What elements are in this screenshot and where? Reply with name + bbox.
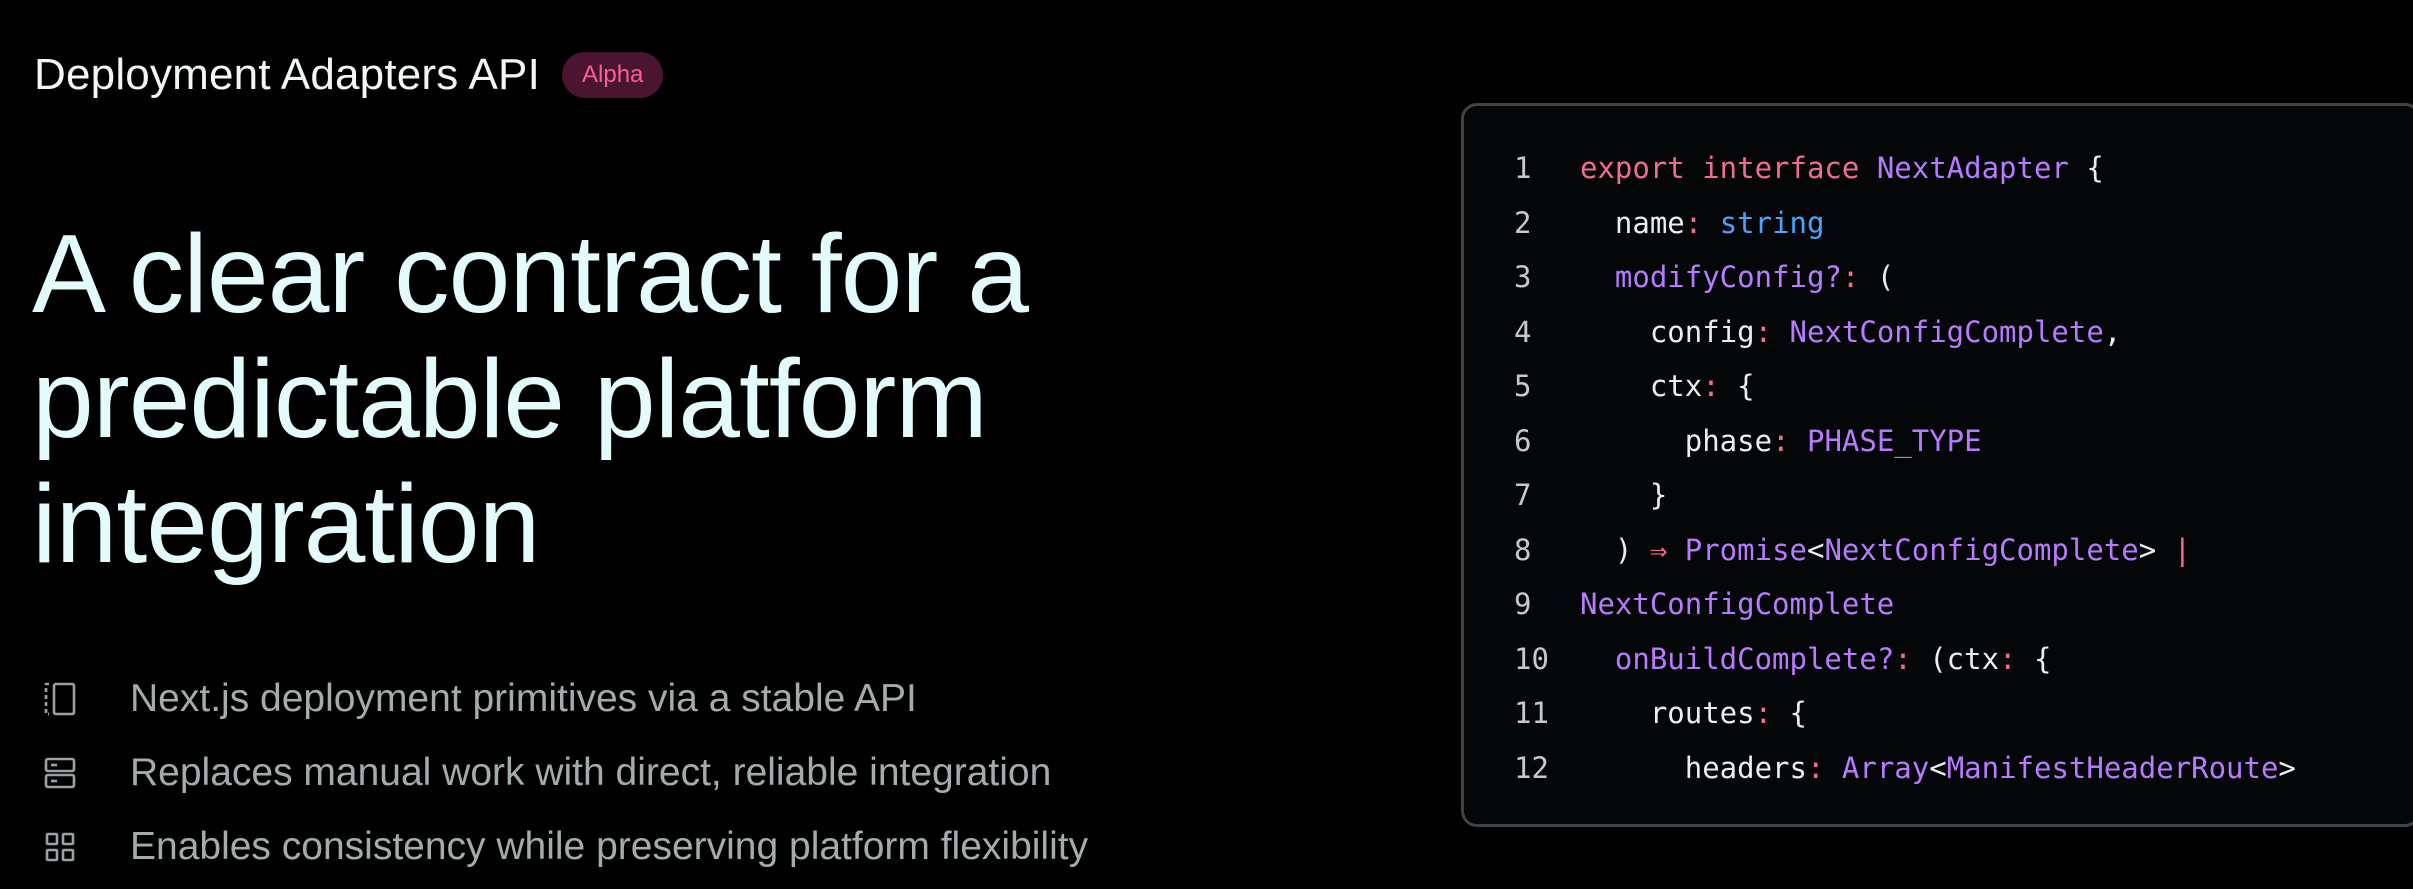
code-token: ): [1580, 532, 1650, 567]
feature-text: Next.js deployment primitives via a stab…: [130, 677, 917, 720]
code-token: export interface: [1580, 151, 1877, 186]
code-token: :: [1806, 750, 1842, 785]
code-text: modifyConfig?: (: [1580, 260, 1894, 294]
code-line: 9 NextConfigComplete: [1514, 577, 2413, 632]
line-number: 8: [1514, 532, 1532, 567]
code-line: 12 headers: Array<ManifestHeaderRoute>: [1514, 741, 2413, 796]
code-token: onBuildComplete?: [1614, 641, 1895, 676]
code-line: 1 export interface NextAdapter {: [1514, 141, 2413, 196]
code-line: 4 config: NextConfigComplete,: [1514, 305, 2413, 360]
code-token: (: [1876, 260, 1895, 295]
line-number: 10: [1514, 641, 1549, 676]
line-number: 6: [1514, 423, 1532, 458]
code-token: NextConfigComplete: [1824, 532, 2139, 567]
code-token: ⇒: [1649, 532, 1685, 567]
code-token: <: [1929, 750, 1947, 785]
code-token: headers: [1580, 750, 1807, 785]
code-token: :: [1754, 314, 1790, 349]
code-token: [1580, 642, 1615, 676]
line-number: 12: [1514, 750, 1549, 785]
code-token: :: [1684, 205, 1720, 240]
code-line: 5 ctx: {: [1514, 359, 2413, 414]
code-token: ctx: [1580, 369, 1703, 404]
code-line: 10 onBuildComplete?: (ctx: {: [1514, 632, 2413, 687]
code-token: :: [1999, 641, 2034, 676]
code-text: name: string: [1580, 205, 1825, 240]
code-text: NextConfigComplete: [1580, 587, 1894, 621]
line-number: 3: [1514, 260, 1532, 295]
headline-line: integration: [32, 462, 540, 586]
feature-list: Next.js deployment primitives via a stab…: [40, 662, 1088, 884]
code-token: (ctx: [1929, 641, 2000, 676]
code-token: phase: [1580, 423, 1773, 458]
code-token: NextConfigComplete: [1789, 314, 2104, 349]
server-icon: [40, 753, 80, 793]
code-token: >: [2278, 750, 2296, 785]
code-token: }: [1580, 478, 1668, 513]
code-token: Array: [1841, 750, 1930, 785]
feature-text: Enables consistency while preserving pla…: [130, 825, 1089, 868]
code-token: :: [1702, 369, 1738, 404]
code-text: config: NextConfigComplete,: [1580, 315, 2121, 349]
code-line: 11 routes: {: [1514, 686, 2413, 741]
code-line: 3 modifyConfig?: (: [1514, 250, 2413, 305]
alpha-badge: Alpha: [562, 52, 664, 98]
code-token: :: [1841, 260, 1877, 295]
line-number: 2: [1514, 205, 1532, 240]
code-token: modifyConfig?: [1614, 260, 1842, 295]
code-line: 2 name: string: [1514, 196, 2413, 251]
line-number: 1: [1514, 151, 1532, 186]
code-token: routes: [1580, 696, 1755, 731]
code-token: string: [1719, 205, 1825, 240]
line-number: 7: [1514, 478, 1532, 513]
line-number: 5: [1514, 369, 1532, 404]
code-line: 6 phase: PHASE_TYPE: [1514, 414, 2413, 469]
code-token: name: [1580, 205, 1685, 240]
feature-item: Enables consistency while preserving pla…: [40, 810, 1088, 884]
code-token: ,: [2103, 314, 2122, 349]
code-line: 7 }: [1514, 468, 2413, 523]
code-token: {: [2033, 641, 2052, 676]
code-text: headers: Array<ManifestHeaderRoute>: [1580, 751, 2296, 785]
headline-line: predictable platform: [32, 337, 988, 461]
code-text: }: [1580, 478, 1667, 512]
code-token: PHASE_TYPE: [1806, 423, 1982, 458]
device-icon: [40, 679, 80, 719]
code-token: NextAdapter: [1876, 151, 2069, 186]
code-token: Promise: [1684, 532, 1807, 567]
code-token: ManifestHeaderRoute: [1946, 750, 2279, 785]
code-token: |: [2173, 532, 2192, 567]
line-number: 4: [1514, 314, 1532, 349]
feature-text: Replaces manual work with direct, reliab…: [130, 751, 1052, 794]
code-token: {: [1737, 369, 1755, 404]
code-text: export interface NextAdapter {: [1580, 151, 2104, 185]
feature-item: Replaces manual work with direct, reliab…: [40, 736, 1088, 810]
code-token: NextConfigComplete: [1580, 587, 1895, 622]
code-token: {: [2068, 151, 2104, 186]
code-line: 8 ) ⇒ Promise<NextConfigComplete> |: [1514, 523, 2413, 578]
headline-line: A clear contract for a: [32, 212, 1029, 336]
code-text: onBuildComplete?: (ctx: {: [1580, 641, 2052, 676]
code-token: :: [1772, 423, 1807, 458]
code-token: <: [1806, 532, 1825, 567]
code-token: [1580, 260, 1615, 294]
line-number: 11: [1514, 696, 1549, 731]
header: Deployment Adapters API Alpha: [34, 50, 664, 100]
code-text: phase: PHASE_TYPE: [1580, 424, 1982, 458]
section-title: Deployment Adapters API: [34, 50, 541, 99]
code-text: ctx: {: [1580, 369, 1755, 403]
code-text: ) ⇒ Promise<NextConfigComplete> |: [1580, 533, 2191, 567]
grid-icon: [40, 827, 80, 867]
code-text: routes: {: [1580, 696, 1807, 730]
code-token: :: [1754, 696, 1790, 731]
line-number: 9: [1514, 587, 1532, 622]
code-token: >: [2138, 532, 2174, 567]
feature-item: Next.js deployment primitives via a stab…: [40, 662, 1088, 736]
code-token: :: [1894, 641, 1930, 676]
headline: A clear contract for a predictable platf…: [32, 212, 1282, 587]
code-token: {: [1789, 696, 1807, 731]
code-token: config: [1580, 314, 1755, 349]
